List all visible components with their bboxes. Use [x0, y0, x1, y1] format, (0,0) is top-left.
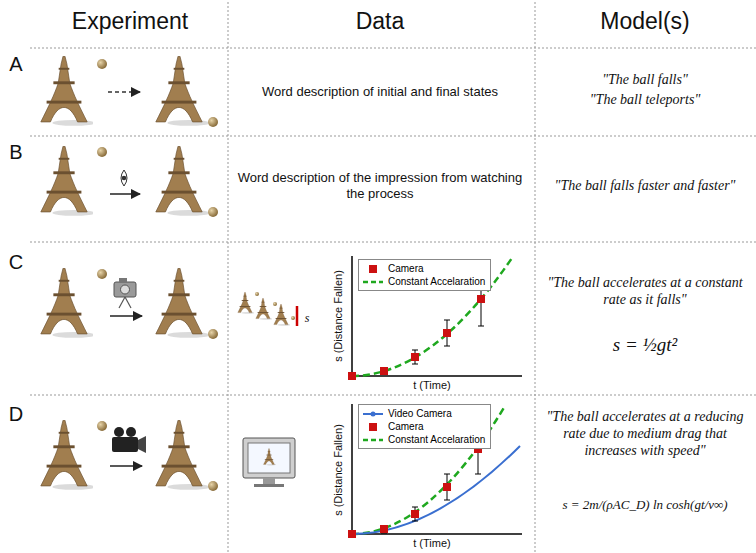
distance-symbol: s: [305, 311, 310, 325]
experiment-c: [41, 256, 522, 380]
column-header: Experiment: [72, 8, 188, 36]
model-formula: s = 2m/(ρAC_D) ln cosh(gt/v∞): [539, 497, 751, 513]
eye-icon: [121, 170, 127, 186]
legend-text: Constant Accelaration: [388, 433, 485, 446]
row-letter: D: [9, 402, 23, 426]
data-description: Word description of initial and final st…: [230, 84, 530, 100]
experiment-d: [41, 404, 522, 538]
model-text: "The ball teleports": [590, 92, 701, 109]
model-text: "The ball falls faster and faster": [543, 178, 748, 195]
legend-sample: [362, 409, 384, 419]
axis-label: t (Time): [413, 379, 450, 392]
camera-icon: [114, 278, 136, 308]
video-camera-icon: [112, 427, 146, 453]
legend-sample: [362, 277, 384, 287]
model-text: "The ball accelerates at a constant rate…: [545, 275, 745, 309]
data-description: Word description of the impression from …: [235, 170, 525, 201]
chart-d: [348, 404, 522, 538]
model-text: "The ball falls": [602, 72, 688, 89]
experiment-a: [41, 56, 218, 127]
axis-label: t (Time): [413, 537, 450, 550]
legend-text: Video Camera: [388, 407, 452, 420]
experiment-b: [41, 146, 218, 217]
model-formula: s = ½gt²: [613, 334, 677, 357]
row-letter: A: [9, 52, 22, 76]
model-text: "The ball accelerates at a reducing rate…: [543, 409, 748, 459]
legend-entry: Video Camera: [362, 407, 485, 420]
legend-entry: Constant Accelaration: [362, 433, 485, 446]
legend-text: Camera: [388, 420, 424, 433]
axis-label: s (Distance Fallen): [332, 270, 345, 362]
legend-sample: [362, 422, 384, 432]
legend-sample: [362, 264, 384, 274]
chart-c: [348, 256, 522, 380]
grid-line: [30, 2, 756, 553]
legend-text: Camera: [388, 262, 424, 275]
legend-entry: Camera: [362, 262, 485, 275]
row-letter: B: [9, 140, 22, 164]
column-header: Data: [356, 8, 405, 36]
legend-sample: [362, 435, 384, 445]
chart-legend: CameraConstant Accelaration: [358, 259, 491, 291]
legend-entry: Camera: [362, 420, 485, 433]
legend-text: Constant Accelaration: [388, 275, 485, 288]
column-header: Model(s): [600, 8, 689, 36]
chart-legend: Video CameraCameraConstant Accelaration: [358, 404, 491, 449]
axis-label: s (Distance Fallen): [332, 424, 345, 516]
legend-entry: Constant Accelaration: [362, 275, 485, 288]
monitor-icon: [243, 438, 295, 487]
row-letter: C: [9, 250, 23, 274]
